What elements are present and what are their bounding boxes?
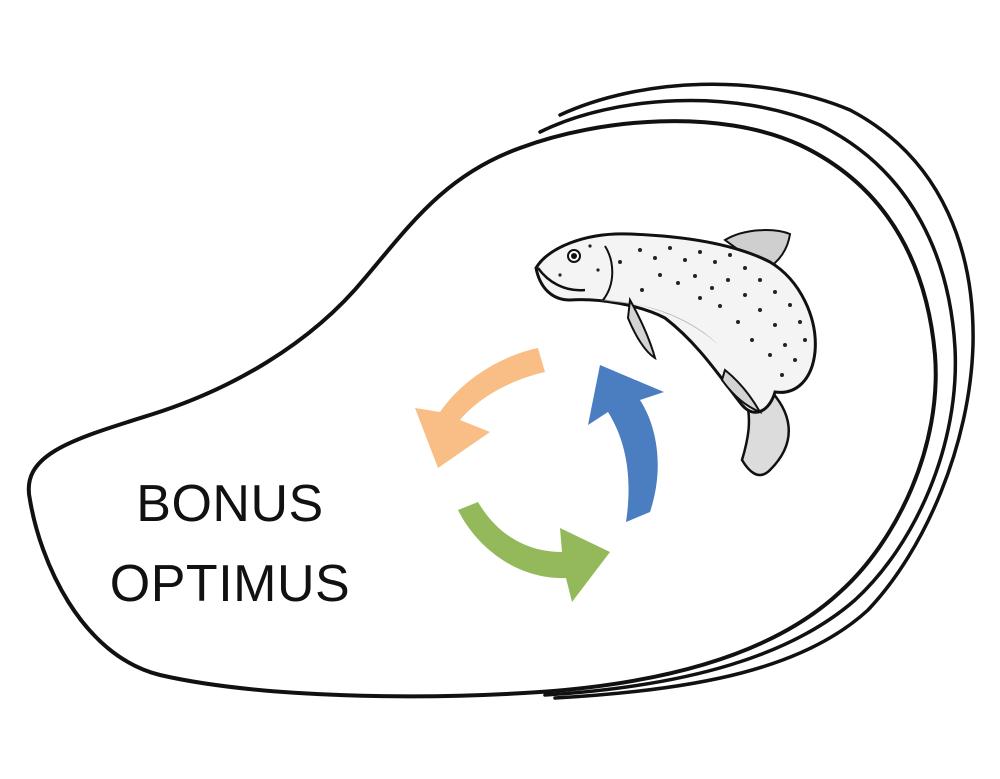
- trout-ventral-fin: [720, 368, 763, 414]
- cycle-arrow-blue: [588, 365, 664, 522]
- wordmark-line-optimus: OPTIMUS: [109, 555, 351, 613]
- trout-jaw: [536, 267, 586, 292]
- wordmark-line-bonus: BONUS: [136, 475, 324, 533]
- trout-pectoral-fin: [626, 296, 657, 361]
- trout-spots: [558, 244, 807, 377]
- shell-inner-outline: [26, 119, 938, 699]
- shell-middle-outline: [538, 98, 958, 697]
- cycle-arrows-icon: [415, 348, 664, 602]
- mussel-shell-icon: [26, 82, 975, 700]
- trout-pupil: [571, 253, 577, 259]
- trout-fish-icon: [534, 229, 817, 477]
- cycle-arrow-green: [458, 502, 610, 602]
- trout-gill-line: [602, 245, 614, 301]
- trout-body: [534, 232, 817, 414]
- cycle-arrow-orange: [415, 348, 545, 468]
- shell-outer-outline: [553, 82, 975, 700]
